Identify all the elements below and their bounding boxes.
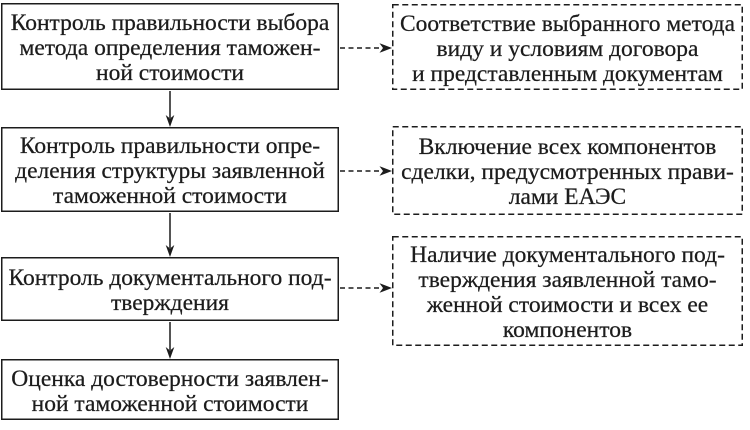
arrow-step3-note3: [340, 283, 392, 293]
note-2-label: Включение всех компонентов сделки, преду…: [401, 134, 734, 210]
step-2-box: Контроль правильности опре- деления стру…: [1, 127, 339, 212]
note-1-label: Соответствие выбранного метода виду и ус…: [399, 10, 736, 87]
step-1-label: Контроль правильности выбора метода опре…: [10, 10, 330, 86]
arrow-step2-note2: [340, 166, 392, 176]
note-2-box: Включение всех компонентов сделки, преду…: [392, 126, 743, 215]
note-2-border: [392, 126, 743, 215]
step-3-label: Контроль документального под- тверждения: [8, 265, 332, 316]
step-2-border: [1, 127, 339, 212]
step-4-border: [1, 359, 339, 420]
step-4-label: Оценка достоверности заявлен- ной таможе…: [11, 365, 329, 417]
note-1-box: Соответствие выбранного метода виду и ус…: [392, 4, 743, 90]
arrow-step2-step3: [165, 213, 175, 257]
arrow-step3-step4: [165, 322, 175, 359]
step-1-box: Контроль правильности выбора метода опре…: [1, 3, 339, 90]
note-3-box: Наличие документального под- тверждения …: [392, 236, 743, 346]
step-3-box: Контроль документального под- тверждения: [1, 257, 339, 321]
arrow-step1-step2: [165, 91, 175, 127]
note-3-label: Наличие документального под- тверждения …: [410, 242, 725, 343]
step-4-box: Оценка достоверности заявлен- ной таможе…: [1, 359, 339, 420]
step-1-border: [1, 3, 339, 90]
note-3-border: [392, 236, 743, 346]
step-3-border: [1, 257, 339, 321]
arrow-step1-note1: [340, 43, 392, 53]
step-2-label: Контроль правильности опре- деления стру…: [15, 133, 325, 209]
note-1-border: [392, 4, 743, 90]
